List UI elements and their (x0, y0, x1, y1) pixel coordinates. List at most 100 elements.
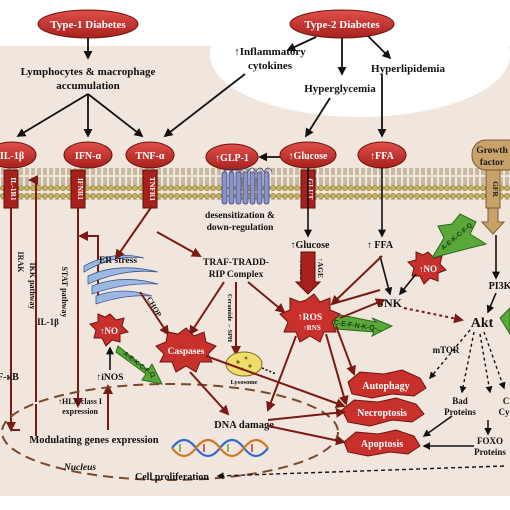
glp1-label: ↑GLP-1 (215, 153, 249, 164)
bad-label-2: Proteins (444, 407, 476, 417)
no-left-label: ↑NO (100, 326, 118, 336)
type2-diabetes-node: Type-2 Diabetes (289, 9, 395, 39)
lymph-label-1: Lymphocytes & macrophage (21, 66, 156, 78)
glut-label: GLUT (306, 178, 315, 199)
age-label: ↑AGE (316, 258, 325, 278)
ros-arrows (266, 255, 386, 412)
nfkb-label: F-κB (0, 372, 19, 383)
bad-label-1: Bad (452, 396, 468, 406)
ikk-label: IKK pathway (28, 263, 37, 310)
er-stress-label: ER stress (99, 256, 137, 266)
green-inhibitor-edge (499, 307, 510, 335)
akt-dotted-branches (429, 329, 506, 394)
tnfr-er-arrow (114, 205, 153, 260)
hla-label-2: expression (62, 407, 98, 416)
lymph-label-2: accumulation (56, 80, 120, 92)
lysosome-icon (225, 351, 263, 377)
glp1-node: ↑GLP-1 (205, 143, 259, 171)
top-arrows (16, 35, 392, 138)
necroptosis-label: Necroptosis (357, 408, 407, 419)
il1b-label: IL-1β (0, 151, 24, 162)
glucose-label: ↑Glucose (289, 151, 328, 162)
left-pathway-arrows (6, 175, 99, 432)
glp1-receptor-icon (221, 167, 273, 205)
green-inhibitor-right: A-E-K-C-F-Q (430, 213, 488, 259)
cy-label-1: C (503, 396, 510, 406)
dna-damage-label: DNA damage (214, 420, 274, 431)
no-right-node: ↑NO (407, 251, 447, 285)
type1-diabetes-label: Type-1 Diabetes (50, 19, 126, 31)
traf-label-2: RIP Complex (209, 270, 264, 280)
stat-label: STAT pathway (60, 267, 69, 318)
inos-label: ↑iNOS (97, 373, 124, 383)
ifna-node: IFN-α (63, 141, 113, 169)
jnk-akt-dotted-arrow (403, 307, 464, 324)
modulating-label: Modulating genes expression (29, 435, 158, 446)
cy-label-2: Cy (499, 407, 510, 417)
ifnr1-receptor: IFNR1 (70, 169, 86, 209)
er-caspase-arrow (139, 291, 170, 336)
no-left-node: ↑NO (89, 313, 129, 347)
ros-label: ↑ROS (298, 313, 322, 323)
il1b-node: IL-1β (0, 141, 37, 169)
autophagy-label: Autophagy (362, 381, 409, 392)
desens-label-1: desensitization & (205, 211, 275, 221)
traf-arrows (156, 231, 286, 356)
desens-label-2: down-regulation (207, 223, 275, 233)
mtor-label: mTOR (433, 345, 460, 355)
caspases-node: Caspases (155, 327, 217, 373)
akt-label: Akt (471, 316, 494, 331)
ros-node: ↑ROS ↑RNS (279, 293, 341, 343)
hyperlipidemia-label: Hyperlipidemia (371, 63, 445, 75)
akt-solid-arrows (422, 415, 492, 450)
autophagy-node: Autophagy (347, 369, 427, 399)
growth-label-1: Growth (476, 146, 508, 156)
ffa-inside-label: ↑ FFA (367, 240, 394, 251)
apoptosis-label: Apoptosis (361, 439, 403, 450)
foxo-label-2: Proteins (474, 447, 506, 457)
ffa-node: ↑FFA (357, 141, 407, 169)
ffa-label: ↑FFA (370, 151, 394, 162)
tnfr1-label: TNFR1 (148, 177, 157, 201)
glucose-down-arrow (294, 251, 322, 295)
il1r1-label: IL-1R1 (9, 177, 18, 201)
lysosome-label: Lysosome (230, 379, 257, 386)
membrane-arrows (304, 168, 386, 238)
growth-factor-node: Growth factor (471, 139, 510, 171)
type2-diabetes-label: Type-2 Diabetes (304, 19, 380, 31)
tnfa-node: TNF-α (125, 141, 175, 169)
gfr-label: GFR (491, 181, 500, 197)
nucleus-label: Nucleus (63, 463, 97, 473)
cell-prolif-arrow (216, 465, 505, 480)
pi3k-label: PI3K (489, 281, 510, 292)
no-right-label: ↑NO (419, 264, 437, 274)
apoptosis-node: Apoptosis (343, 429, 421, 457)
hyperglycemia-label: Hyperglycemia (304, 83, 376, 95)
inflam-label-1: ↑Inflammatory (234, 46, 306, 58)
cell-prolif-label: Cell proliferation (135, 472, 209, 483)
right-arrows (379, 235, 500, 314)
il1r1-receptor: IL-1R1 (3, 169, 19, 209)
outcome-arrows (205, 355, 346, 446)
rns-label: ↑RNS (303, 324, 321, 332)
il1b-inner-label: IL-1β (37, 317, 59, 327)
dna-icon (171, 438, 269, 458)
necroptosis-node: Necroptosis (341, 397, 425, 427)
gfr-down-arrow (480, 207, 506, 235)
caspase-dna-arrow (189, 371, 230, 416)
jnk-label: JNK (378, 296, 403, 310)
ceramide-label: Ceramide ←SPH (226, 294, 233, 342)
er-stress-icon (83, 254, 159, 305)
ifnr1-label: IFNR1 (76, 178, 85, 200)
tnfa-label: TNF-α (136, 151, 165, 162)
growth-label-2: factor (480, 158, 505, 168)
inflam-label-2: cytokines (248, 60, 293, 72)
caspases-label: Caspases (168, 347, 205, 357)
hla-label-1: ↑HLA class I (58, 397, 102, 406)
lysosome-dots (261, 367, 277, 375)
nucleus-boundary (1, 383, 339, 481)
traf-label-1: TRAF-TRADD- (203, 258, 269, 268)
gfr-receptor: GFR (485, 169, 501, 209)
